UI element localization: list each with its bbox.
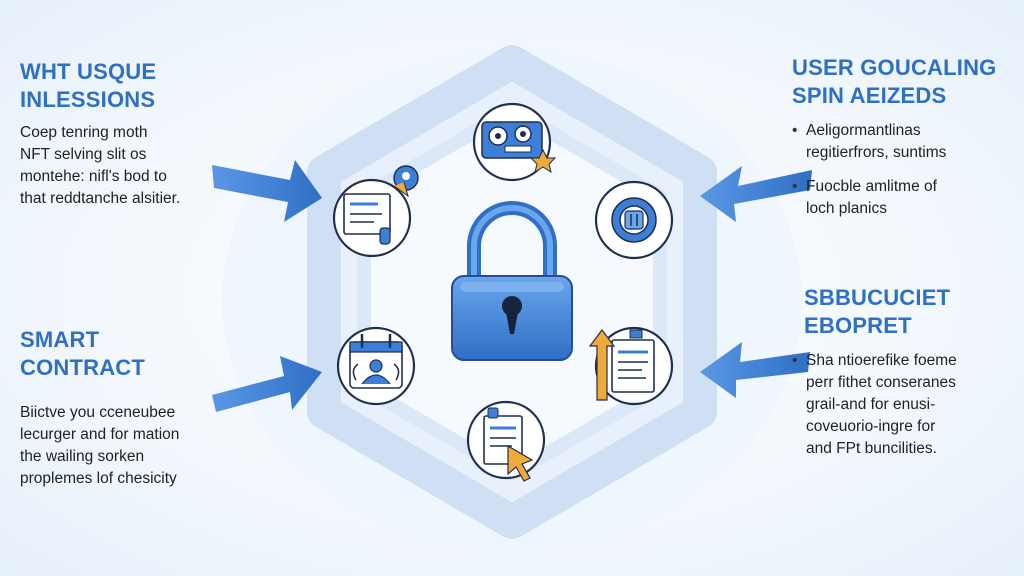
left-top-text: Coep tenring moth NFT selving slit os mo… [20, 122, 180, 210]
right-top-heading: USER GOUCALING SPIN AEIZEDS [792, 54, 996, 110]
bullet-line: loch planics [806, 200, 887, 217]
bullet-item: Sha ntioerefike foeme perr fithet conser… [792, 350, 957, 460]
text-line: proplemes lof chesicity [20, 470, 177, 487]
text-line: Coep tenring moth [20, 124, 148, 141]
bullet-line: regitierfrors, suntims [806, 144, 947, 161]
arrow-left-top [212, 160, 322, 222]
calendar-user-icon [336, 326, 416, 406]
padlock-icon [451, 201, 573, 361]
gears-computer-icon [472, 102, 557, 182]
bullet-line: coveuorio-ingre for [806, 418, 936, 435]
bullet-item: Fuocble amlitme of loch planics [792, 176, 946, 220]
left-top-heading-line: INLESSIONS [20, 87, 156, 112]
text-line: Biictve you cceneubee [20, 404, 176, 421]
arrow-left-bottom [212, 356, 322, 412]
text-line: lecurger and for mation [20, 426, 180, 443]
arrow-right-top [700, 166, 812, 222]
right-top-bullets: Aeligormantlinas regitierfrors, suntims … [792, 120, 946, 232]
document-upload-icon [588, 326, 674, 406]
bullet-line: perr fithet conseranes [806, 374, 956, 391]
left-bottom-heading: SMART CONTRACT [20, 326, 145, 382]
text-line: montehe: nifl's bod to [20, 168, 167, 185]
document-cursor-icon [466, 400, 546, 482]
text-line: that reddtanche alsitier. [20, 190, 181, 207]
text-line: NFT selving slit os [20, 146, 147, 163]
left-bottom-heading-line: SMART [20, 327, 100, 352]
camera-lens-icon [594, 180, 674, 260]
document-location-icon [332, 165, 419, 258]
right-bottom-heading-line: SBBUCUCIET [804, 285, 951, 310]
right-top-heading-line: USER GOUCALING [792, 55, 997, 80]
right-bottom-bullets: Sha ntioerefike foeme perr fithet conser… [792, 350, 957, 472]
left-bottom-text: Biictve you cceneubee lecurger and for m… [20, 402, 179, 490]
right-bottom-heading: SBBUCUCIET EBOPRET [804, 284, 950, 340]
text-line: the wailing sorken [20, 448, 145, 465]
left-top-heading-line: WHT USQUE [20, 59, 157, 84]
bullet-line: Sha ntioerefike foeme [806, 352, 957, 369]
bullet-line: grail-and for enusi- [806, 396, 936, 413]
bullet-line: Fuocble amlitme of [806, 178, 937, 195]
right-bottom-heading-line: EBOPRET [804, 313, 912, 338]
left-bottom-heading-line: CONTRACT [20, 355, 146, 380]
bullet-item: Aeligormantlinas regitierfrors, suntims [792, 120, 946, 164]
arrow-right-bottom [700, 342, 810, 398]
left-top-heading: WHT USQUE INLESSIONS [20, 58, 156, 114]
bullet-line: Aeligormantlinas [806, 122, 921, 139]
right-top-heading-line: SPIN AEIZEDS [792, 83, 947, 108]
bullet-line: and FPt buncilities. [806, 440, 937, 457]
